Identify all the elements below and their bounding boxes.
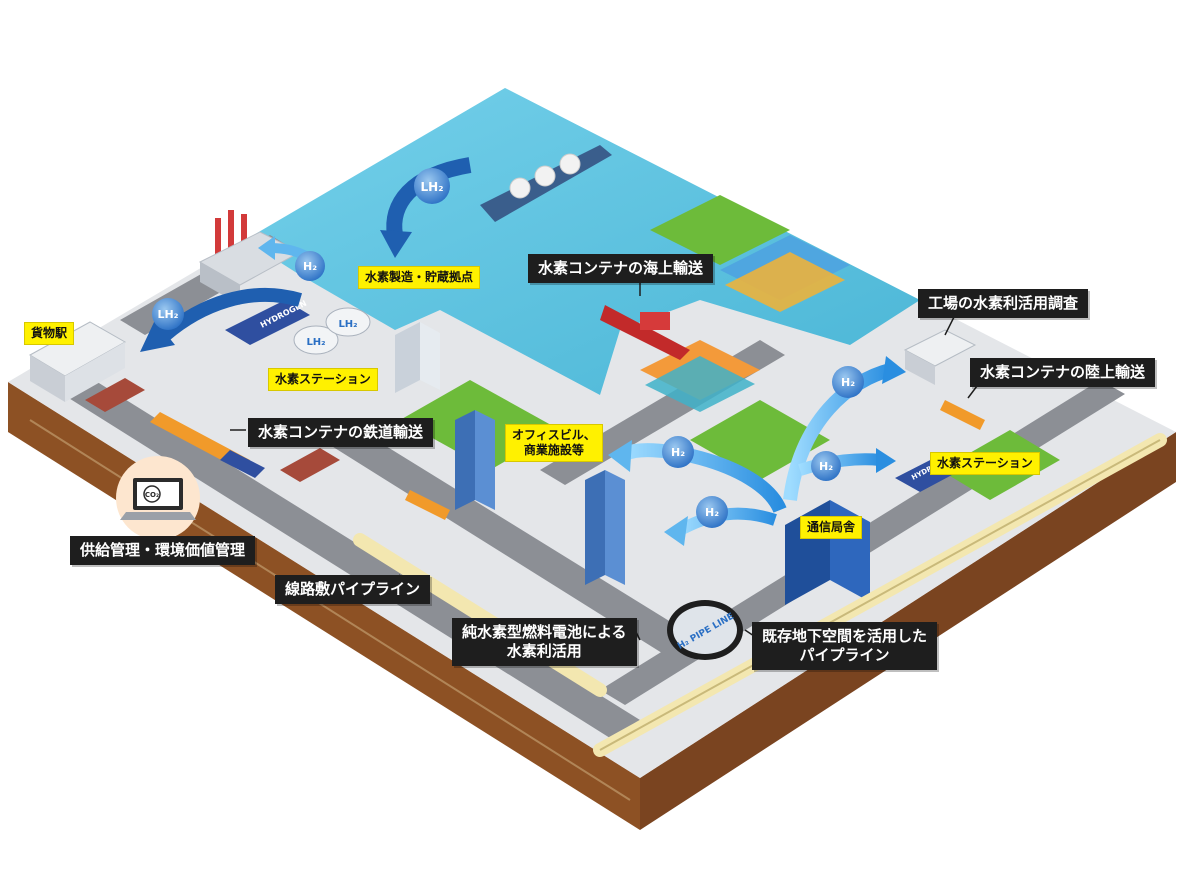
tower-1-front: [475, 410, 495, 510]
chimney-3: [241, 214, 247, 256]
containers-south-top: [645, 356, 755, 412]
h2-badge-east-factory-text: H₂: [841, 376, 855, 389]
tower-2-side: [585, 470, 605, 585]
label-fuel-cell: 純水素型燃料電池による 水素利活用: [452, 618, 637, 666]
label-factory-survey: 工場の水素利活用調査: [918, 289, 1089, 318]
lh2-badge-freight: [152, 298, 184, 330]
sea-area: [245, 88, 920, 395]
h2-badge-offices-text: H₂: [671, 446, 685, 459]
office-towers: [395, 322, 625, 585]
tower-1-side: [455, 410, 475, 510]
tank-1: [293, 325, 339, 355]
containers-north-top: [725, 252, 845, 312]
lh2-badge-sea-text: LH₂: [421, 180, 444, 194]
pointer-factory-survey: [944, 314, 956, 336]
container-ship-hull: [600, 305, 690, 360]
chimney-2: [228, 210, 234, 255]
h2-badge-factory-text: H₂: [303, 260, 317, 273]
train-locomotive: [220, 450, 265, 478]
park-north: [650, 195, 790, 265]
flow-badges: LH₂ LH₂ H₂ H₂ H₂ H₂ H₂: [152, 168, 864, 528]
tank-2: [325, 307, 371, 337]
tag-telecom-office: 通信局舎: [800, 516, 863, 539]
co2-text: CO₂: [145, 491, 159, 499]
label-supply-management: 供給管理・環境価値管理: [70, 536, 256, 565]
laptop-base: [120, 512, 196, 520]
rail-car-2: [280, 448, 340, 482]
freight-wall-front: [65, 342, 125, 402]
east-factory-roof: [903, 329, 977, 367]
h2-badge-east-station: [811, 451, 841, 481]
laptop-icon: CO₂: [116, 456, 200, 540]
tag-office-commercial-line1: オフィスビル、: [512, 428, 596, 442]
arrow-to-east-factory: [783, 363, 892, 501]
arrow-to-freight-head: [140, 320, 175, 352]
h2-badge-offices: [662, 436, 694, 468]
container-ship: [600, 305, 690, 360]
ship-tank-1: [509, 177, 531, 199]
pipe-line-sign: H₂ PIPE LINE: [667, 600, 743, 660]
tower-3-side: [395, 322, 420, 393]
lh2-badge-freight-text: LH₂: [157, 308, 178, 321]
trucks: [405, 400, 985, 520]
label-fuel-cell-line2: 水素利活用: [506, 641, 582, 660]
arrow-ship-to-shore: [386, 157, 472, 237]
hydrogen-train: [150, 412, 265, 478]
station-canopy: [225, 300, 310, 345]
h2-badge-fuel-cell-text: H₂: [705, 506, 719, 519]
freight-rail-cars: [85, 378, 340, 482]
container-ship-cargo: [640, 312, 670, 330]
arrow-to-factory-head: [258, 236, 275, 260]
arrow-to-offices: [620, 443, 787, 514]
flow-arrows: [140, 157, 906, 546]
label-marine-transport: 水素コンテナの海上輸送: [528, 254, 714, 283]
tag-hydrogen-station-west: 水素ステーション: [268, 368, 378, 391]
arrow-to-east-station: [798, 453, 881, 476]
container-terminals: [640, 235, 850, 412]
co2-circle: [143, 485, 161, 503]
label-land-transport: 水素コンテナの陸上輸送: [970, 358, 1156, 387]
tag-office-commercial-line2: 商業施設等: [523, 443, 584, 457]
tag-office-commercial: オフィスビル、 商業施設等: [505, 424, 603, 462]
label-underground-pipeline-line2: パイプライン: [799, 645, 890, 664]
east-factory-wall: [905, 350, 935, 385]
label-underground-pipeline: 既存地下空間を活用した パイプライン: [752, 622, 938, 670]
tower-3-front: [420, 322, 440, 390]
underground-pipeline-edge: [599, 439, 1161, 751]
tag-hydrogen-station-east: 水素ステーション: [930, 452, 1040, 475]
label-rail-transport: 水素コンテナの鉄道輸送: [248, 418, 434, 447]
rail-car-1: [85, 378, 145, 412]
label-fuel-cell-line1: 純水素型燃料電池による: [462, 623, 627, 641]
arrow-to-offices-head: [608, 440, 632, 472]
label-railway-pipeline: 線路敷パイプライン: [275, 575, 431, 604]
east-factory: [903, 329, 977, 385]
tank-2-label: LH₂: [338, 319, 357, 330]
ship-tank-2: [534, 165, 556, 187]
road-inner: [330, 430, 700, 658]
h2-badge-factory: [295, 251, 325, 281]
tank-1-label: LH₂: [306, 337, 325, 348]
tag-freight-station: 貨物駅: [24, 322, 75, 345]
tag-production-base: 水素製造・貯蔵拠点: [358, 266, 481, 289]
h2-badge-east-station-text: H₂: [819, 460, 833, 473]
truck-east: [940, 400, 985, 430]
h2-badge-fuel-cell: [696, 496, 728, 528]
label-underground-pipeline-line1: 既存地下空間を活用した: [762, 627, 928, 645]
arrow-to-east-station-head: [876, 448, 896, 473]
tunnel-inner: [673, 606, 737, 654]
hydrogen-storage-tanks: LH₂ LH₂: [293, 307, 371, 355]
chimney-1: [215, 218, 221, 258]
freight-wall: [30, 355, 65, 402]
ship-tank-3: [559, 153, 581, 175]
freight-station-building: [28, 321, 127, 402]
tower-2-front: [605, 470, 625, 585]
lh2-badge-sea: [414, 168, 450, 204]
arrow-ship-to-shore-head: [380, 230, 412, 258]
arrow-to-east-factory-head: [882, 356, 906, 384]
h2-badge-east-factory: [832, 366, 864, 398]
arrow-to-fuel-cell-head: [664, 516, 688, 546]
truck-center: [405, 490, 450, 520]
lh2-carrier-ship: [480, 145, 612, 222]
